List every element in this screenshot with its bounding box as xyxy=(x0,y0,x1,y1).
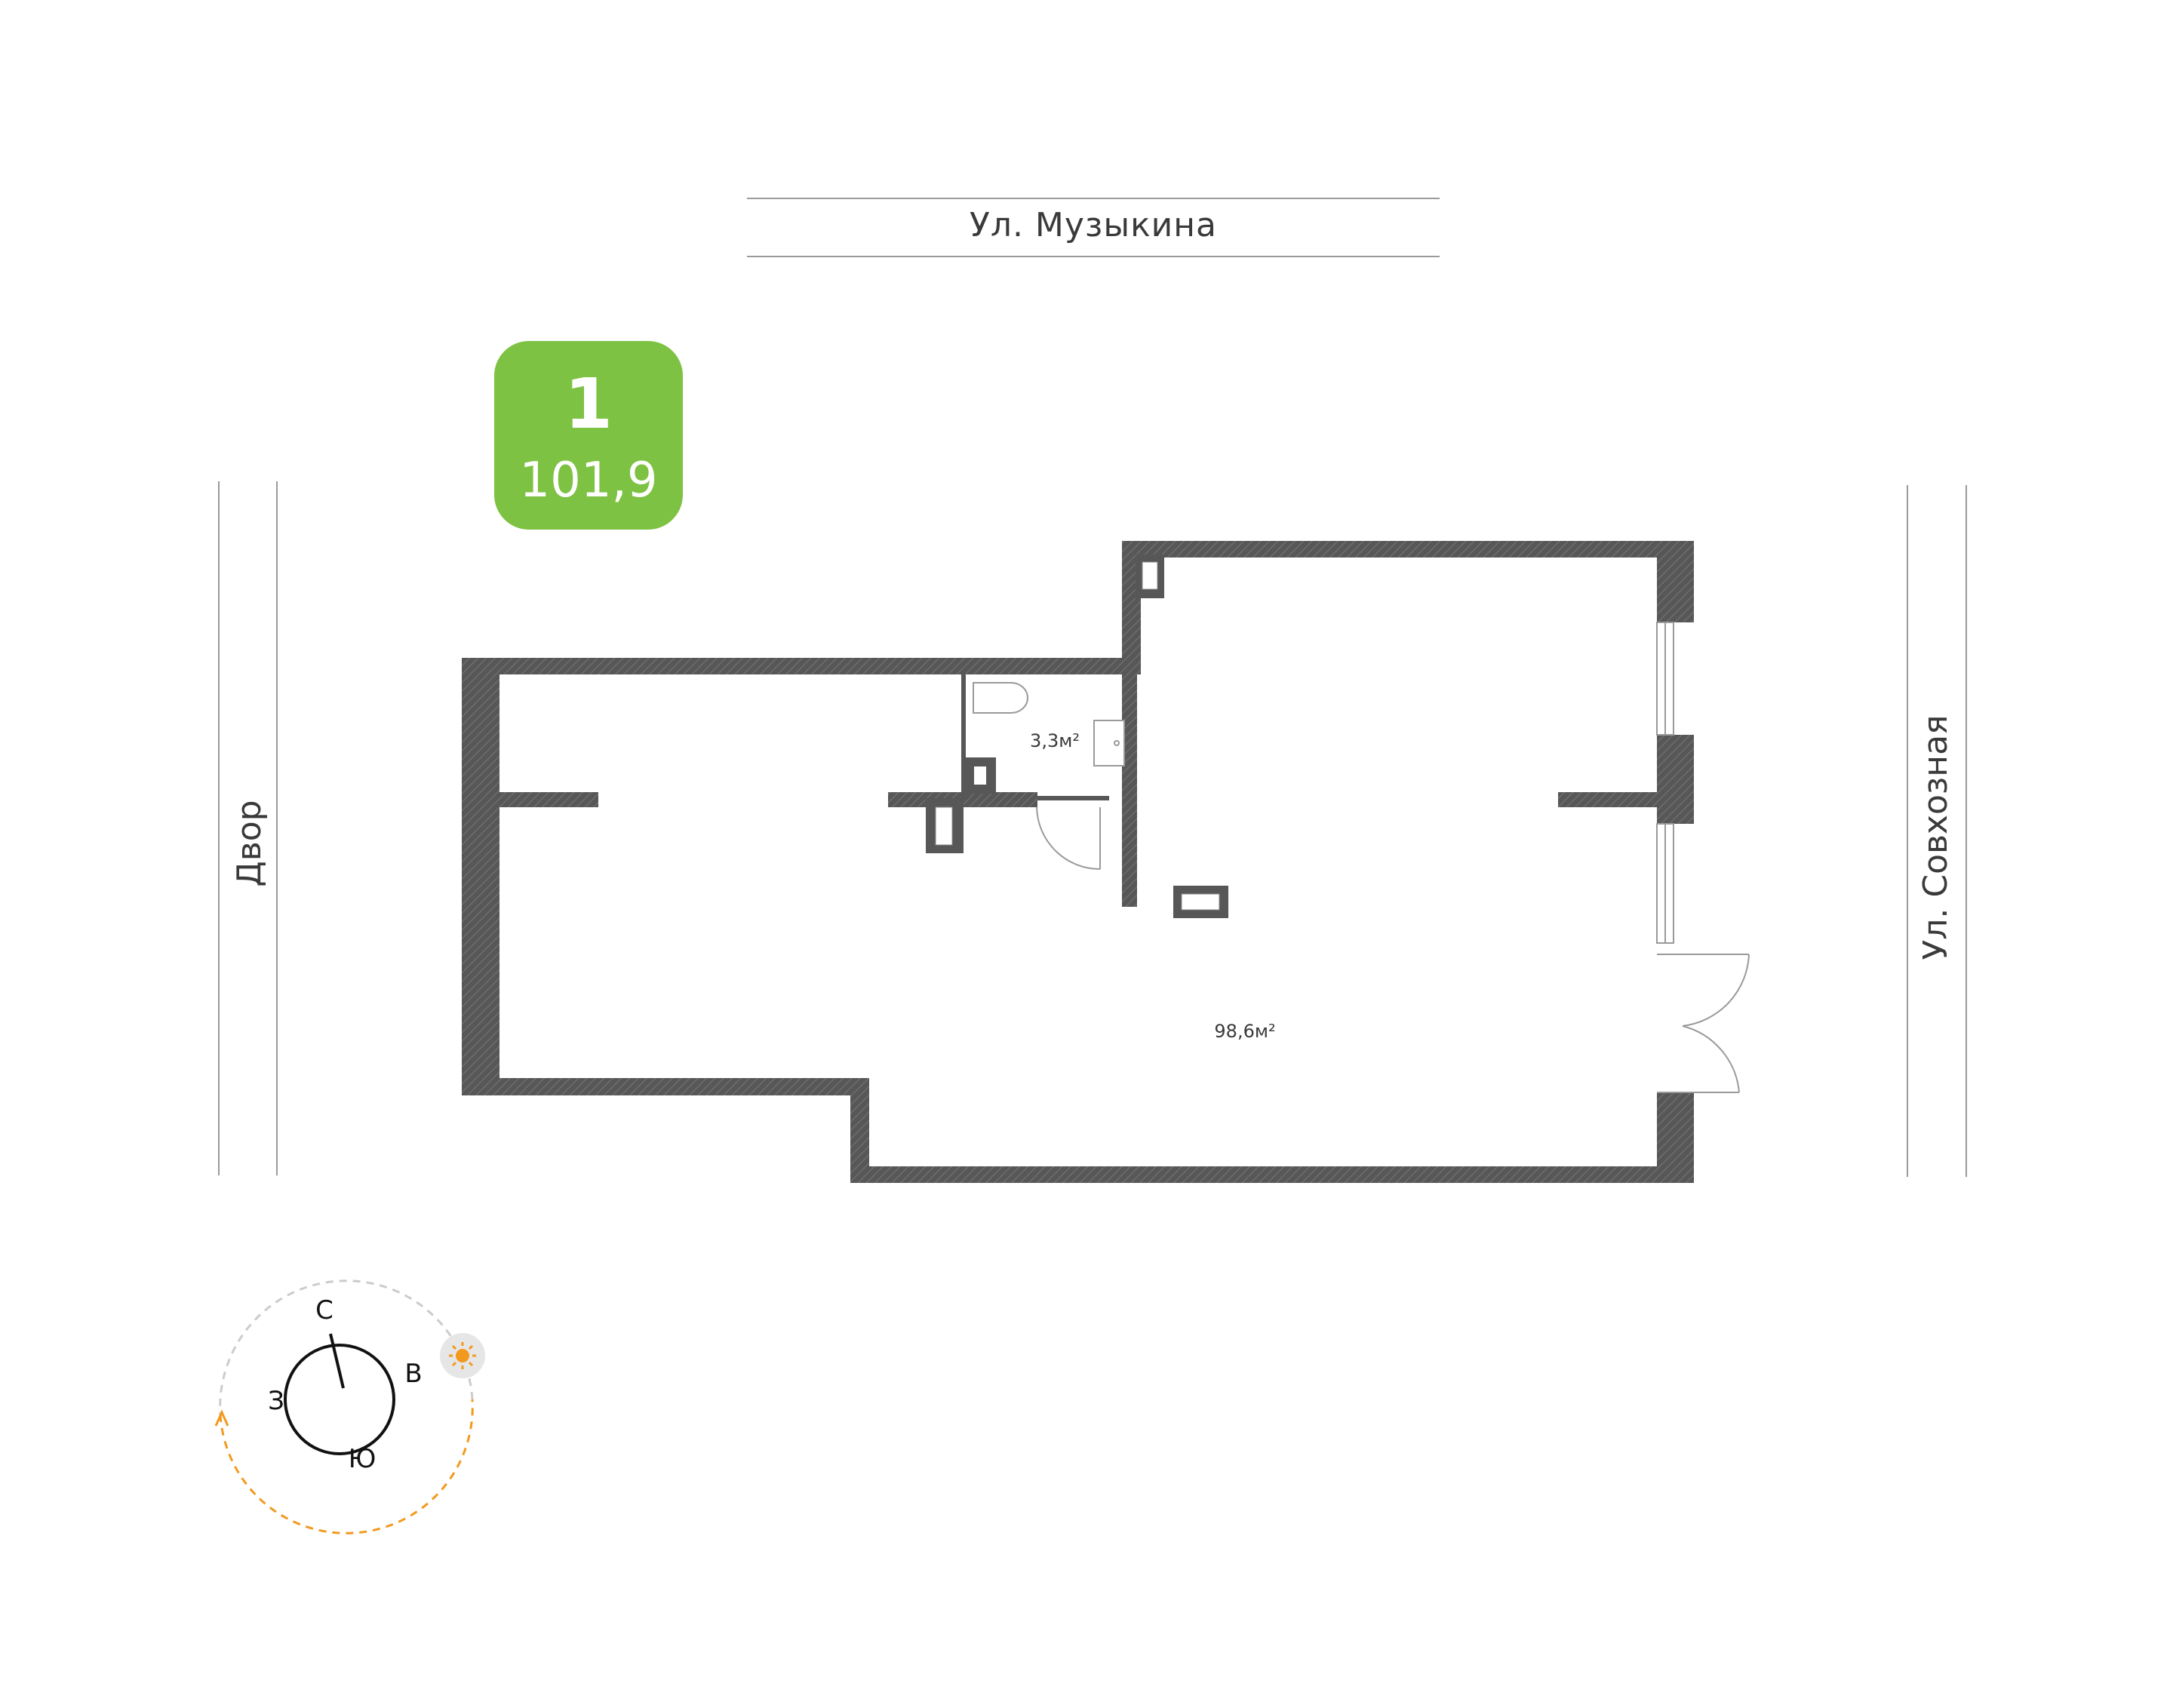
compass: С В З Ю xyxy=(214,1279,485,1534)
badge-area: 101,9 xyxy=(519,453,657,508)
apartment-badge: 1 101,9 xyxy=(494,341,683,530)
sun-icon xyxy=(440,1333,485,1378)
windows xyxy=(1656,622,1674,944)
bathroom-fixtures xyxy=(973,682,1125,766)
compass-south: Ю xyxy=(349,1444,377,1474)
bathroom-door xyxy=(1036,806,1101,870)
street-top-label: Ул. Музыкина xyxy=(970,206,1217,244)
compass-east: В xyxy=(404,1359,422,1389)
bathroom-partitions xyxy=(961,674,1109,800)
compass-dial xyxy=(284,1344,395,1455)
entrance-door xyxy=(1657,954,1750,1093)
compass-north: С xyxy=(315,1295,333,1326)
bathroom-area-label: 3,3м² xyxy=(1030,730,1080,751)
street-right: Ул. Совхозная xyxy=(1907,485,1967,1177)
street-right-label: Ул. Совхозная xyxy=(1916,714,1955,960)
street-left-label: Двор xyxy=(230,800,269,886)
compass-needle-icon xyxy=(329,1333,345,1389)
toilet-icon xyxy=(973,682,1028,714)
compass-west: З xyxy=(268,1386,284,1416)
riser-shafts xyxy=(926,554,1228,918)
street-left: Двор xyxy=(218,481,278,1175)
badge-number: 1 xyxy=(564,364,613,444)
badge-background xyxy=(494,341,683,530)
sun-path-arrow-icon xyxy=(219,1399,474,1534)
street-top: Ул. Музыкина xyxy=(747,198,1440,257)
main-room-area-label: 98,6м² xyxy=(1214,1021,1275,1042)
walls xyxy=(462,541,1694,1183)
